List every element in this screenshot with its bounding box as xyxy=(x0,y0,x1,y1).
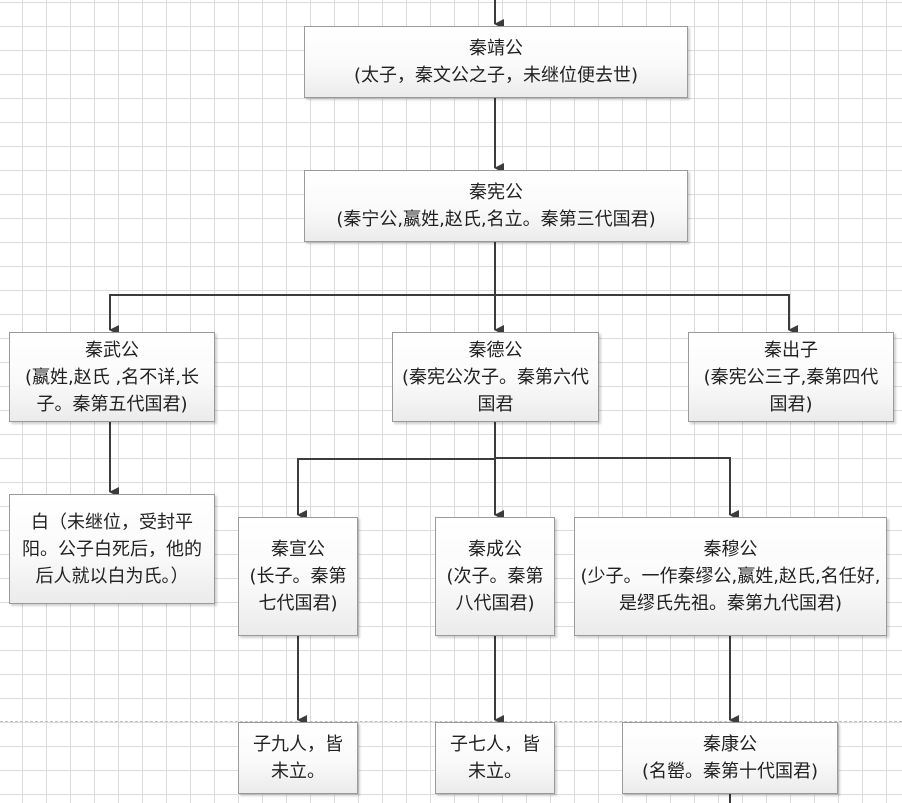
node-desc: (次子。秦第八代国君) xyxy=(446,566,544,614)
node-desc: (少子。一作秦缪公,嬴姓,赵氏,名任好,是缪氏先祖。秦第九代国君) xyxy=(580,566,881,614)
node-qin-wugong[interactable]: 秦武公 (嬴姓,赵氏 ,名不详,长子。秦第五代国君) xyxy=(9,332,215,422)
node-xuangong-sons[interactable]: 子九人，皆未立。 xyxy=(238,722,358,794)
node-title: 秦康公 xyxy=(703,734,757,755)
node-qin-chuzi[interactable]: 秦出子 (秦宪公三子,秦第四代国君) xyxy=(688,332,894,422)
node-title: 秦穆公 xyxy=(703,539,758,560)
edge-xiangong-wugong xyxy=(109,242,496,335)
node-desc: (秦宪公三子,秦第四代国君) xyxy=(703,366,879,415)
node-title: 秦宣公 xyxy=(271,539,325,560)
page-break-line xyxy=(0,721,902,722)
edge-degong-mugong xyxy=(495,457,739,520)
node-qin-degong[interactable]: 秦德公 (秦宪公次子。秦第六代国君 xyxy=(392,332,599,422)
edge-degong-xuangong xyxy=(297,422,496,520)
node-desc: 子九人，皆未立。 xyxy=(253,734,343,782)
node-desc: (名罃。秦第十代国君) xyxy=(641,761,819,782)
node-title: 秦宪公 xyxy=(469,182,523,203)
node-desc: 白（未继位，受封平阳。公子白死后，他的后人就以白为氏。） xyxy=(22,511,202,587)
node-title: 秦德公 xyxy=(468,339,523,361)
node-title: 秦出子 xyxy=(764,339,818,361)
node-title: 秦成公 xyxy=(468,539,522,560)
node-desc: (太子，秦文公之子，未继位便去世) xyxy=(353,65,639,86)
node-desc: (秦宪公次子。秦第六代国君 xyxy=(401,366,590,415)
edge-xiangong-chuzi xyxy=(495,294,798,335)
node-qin-jinggong[interactable]: 秦靖公 (太子，秦文公之子，未继位便去世) xyxy=(304,26,688,98)
node-desc: 子七人，皆未立。 xyxy=(450,734,540,782)
node-qin-mugong[interactable]: 秦穆公 (少子。一作秦缪公,嬴姓,赵氏,名任好,是缪氏先祖。秦第九代国君) xyxy=(574,517,887,636)
node-qin-kanggong[interactable]: 秦康公 (名罃。秦第十代国君) xyxy=(622,722,838,794)
node-title: 秦武公 xyxy=(85,339,139,361)
node-desc: (嬴姓,赵氏 ,名不详,长子。秦第五代国君) xyxy=(25,366,199,415)
node-qin-chenggong[interactable]: 秦成公 (次子。秦第八代国君) xyxy=(435,517,555,636)
node-chenggong-sons[interactable]: 子七人，皆未立。 xyxy=(435,722,555,794)
node-bai[interactable]: 白（未继位，受封平阳。公子白死后，他的后人就以白为氏。） xyxy=(9,494,215,604)
node-qin-xiangong[interactable]: 秦宪公 (秦宁公,嬴姓,赵氏,名立。秦第三代国君) xyxy=(304,170,688,242)
node-desc: (秦宁公,嬴姓,赵氏,名立。秦第三代国君) xyxy=(336,209,656,230)
node-qin-xuangong[interactable]: 秦宣公 (长子。秦第七代国君) xyxy=(238,517,358,636)
node-desc: (长子。秦第七代国君) xyxy=(249,566,347,614)
node-title: 秦靖公 xyxy=(469,38,523,59)
